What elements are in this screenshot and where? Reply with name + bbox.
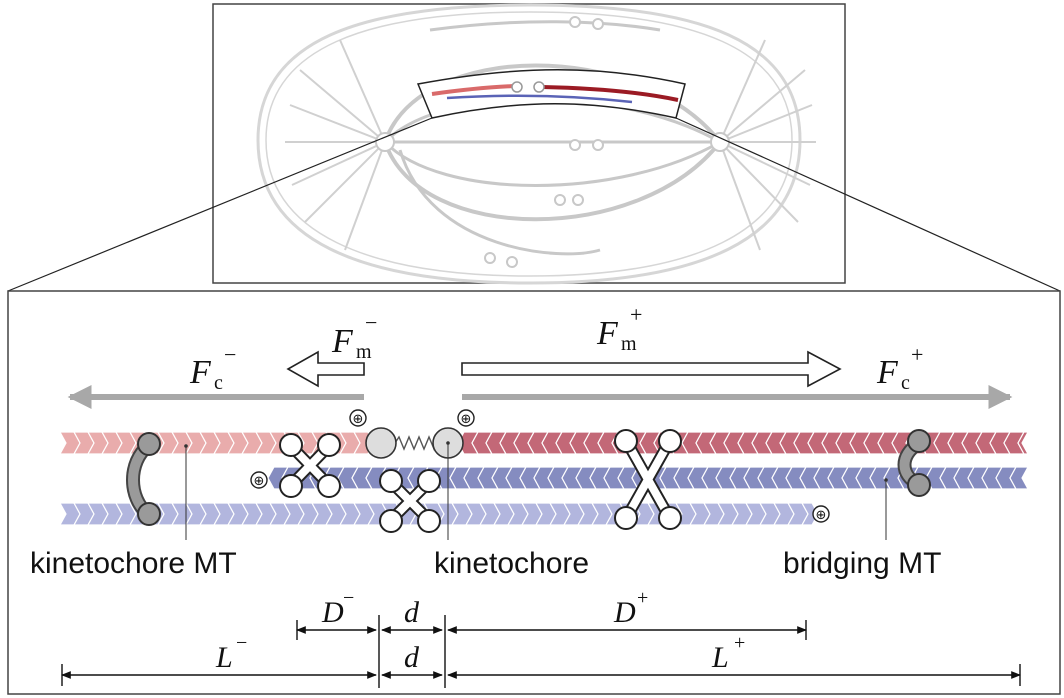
kinetochore-mt-label: kinetochore MT bbox=[30, 547, 237, 580]
fm-minus-sup: − bbox=[365, 310, 377, 335]
inset-kinetochore-mt-left bbox=[431, 84, 516, 96]
svg-text:D: D bbox=[321, 596, 344, 629]
kinetochore-label: kinetochore bbox=[434, 547, 589, 580]
zoom-connector-right bbox=[675, 117, 1061, 292]
svg-text:+: + bbox=[637, 587, 648, 609]
svg-text:⊕: ⊕ bbox=[353, 412, 364, 427]
plus-end-mark: ⊕ bbox=[457, 409, 475, 427]
zoom-connector-left bbox=[7, 117, 433, 292]
fm-plus-label: F m + bbox=[596, 302, 642, 355]
passive-crosslinker-right bbox=[897, 429, 931, 497]
fc-minus-label: F c − bbox=[189, 342, 236, 394]
plus-end-mark: ⊕ bbox=[812, 505, 830, 523]
svg-text:L: L bbox=[711, 641, 729, 674]
spindle-pole-left bbox=[375, 132, 395, 152]
fc-plus-sup: + bbox=[911, 342, 923, 367]
kinetochore-left bbox=[365, 427, 397, 459]
crosslinker-left-top bbox=[279, 433, 341, 498]
fc-plus-sub: c bbox=[901, 372, 910, 394]
tubulin-subunit bbox=[800, 502, 819, 526]
fm-plus-arrow bbox=[461, 350, 842, 388]
svg-text:D: D bbox=[613, 596, 636, 629]
d-bottom-label: d bbox=[404, 641, 420, 674]
d-top-label: d bbox=[404, 596, 420, 629]
astral-rays-left bbox=[285, 39, 386, 251]
inset-bridging-mt bbox=[446, 94, 633, 104]
passive-crosslinker-left bbox=[126, 432, 161, 526]
fm-plus-sub: m bbox=[621, 333, 637, 355]
fm-minus-label: F m − bbox=[331, 310, 377, 363]
tubulin-subunit bbox=[1009, 466, 1030, 490]
inset-kinetochore-mt-right bbox=[541, 85, 679, 102]
plus-end-mark: ⊕ bbox=[250, 471, 268, 489]
kinetochore-mt-right bbox=[457, 431, 1030, 455]
fc-plus-main: F bbox=[876, 354, 899, 391]
svg-text:−: − bbox=[343, 587, 354, 609]
zoom-box bbox=[416, 69, 686, 119]
astral-rays-right bbox=[719, 39, 816, 251]
tubulin-subunit bbox=[1017, 431, 1030, 455]
inset-kinetochore-right bbox=[533, 81, 545, 93]
crosslinker-center-bottom bbox=[379, 469, 441, 533]
D-minus-label: D − bbox=[321, 587, 354, 629]
svg-text:⊕: ⊕ bbox=[816, 508, 827, 523]
svg-text:⊕: ⊕ bbox=[254, 474, 265, 489]
fm-minus-arrow bbox=[286, 350, 365, 388]
fc-plus-label: F c + bbox=[876, 342, 923, 394]
plus-end-marks: ⊕ ⊕ ⊕ ⊕ bbox=[250, 409, 830, 523]
main-panel-frame bbox=[7, 290, 1061, 695]
kinetochore-pairs-overview bbox=[484, 16, 604, 268]
D-plus-label: D + bbox=[613, 587, 648, 629]
bridging-mt-label: bridging MT bbox=[783, 547, 941, 580]
inset-kinetochore-left bbox=[511, 81, 523, 93]
fc-minus-sub: c bbox=[214, 372, 223, 394]
svg-text:−: − bbox=[236, 632, 247, 654]
spindle-fibers bbox=[383, 20, 722, 256]
fm-minus-main: F bbox=[331, 323, 354, 360]
spindle-pole-right bbox=[710, 132, 730, 152]
plus-end-mark: ⊕ bbox=[349, 409, 367, 427]
fm-minus-sub: m bbox=[356, 341, 372, 363]
fm-plus-main: F bbox=[596, 315, 619, 352]
svg-text:+: + bbox=[734, 632, 745, 654]
spindle-overview-inset bbox=[212, 3, 846, 285]
dimension-lines bbox=[61, 615, 1021, 688]
cell-outline bbox=[256, 3, 802, 285]
fm-plus-sup: + bbox=[630, 302, 642, 327]
fc-minus-sup: − bbox=[224, 342, 236, 367]
fc-minus-main: F bbox=[189, 354, 212, 391]
svg-text:L: L bbox=[215, 641, 233, 674]
svg-text:⊕: ⊕ bbox=[461, 412, 472, 427]
crosslinker-right bbox=[614, 429, 682, 530]
L-minus-label: L − bbox=[215, 632, 247, 674]
L-plus-label: L + bbox=[711, 632, 745, 674]
